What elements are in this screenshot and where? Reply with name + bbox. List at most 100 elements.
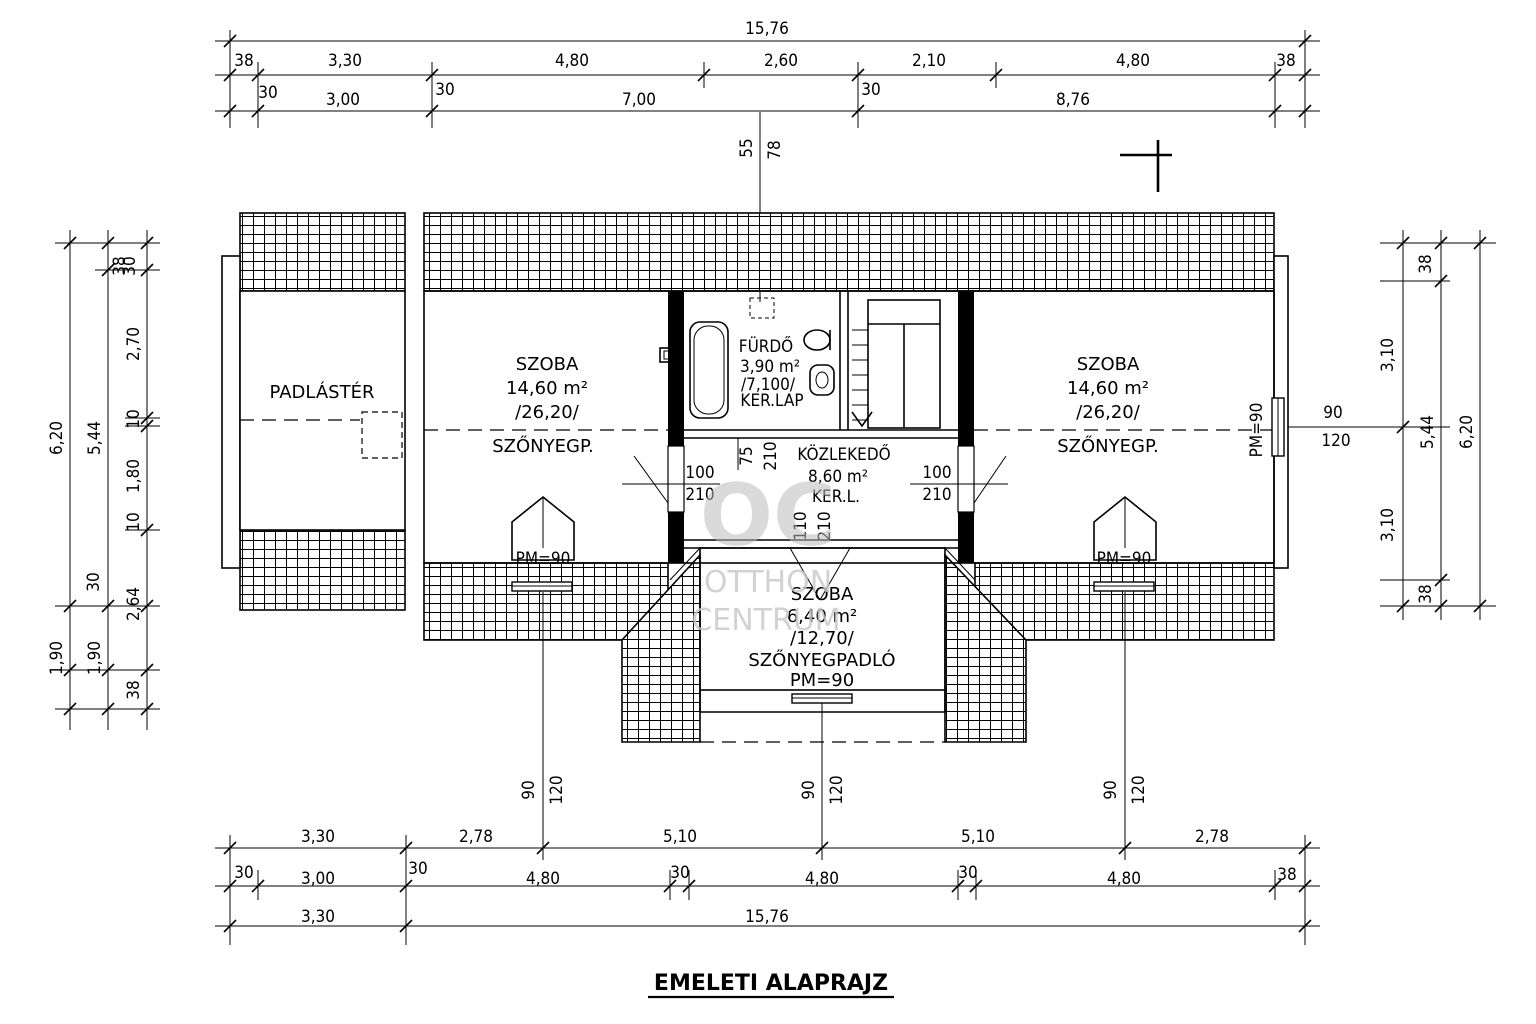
cross-marker (1120, 140, 1172, 192)
dim-left-i8: 2,64 (124, 587, 144, 621)
szoba-left-area: 14,60 m² (506, 378, 588, 399)
kozlekedo-floor: KER.L. (812, 487, 860, 507)
gable-win-a: 90 (1323, 403, 1342, 423)
dim-bottom-r2-7: 30 (958, 863, 977, 883)
dim-right-mid: 5,44 (1418, 415, 1438, 449)
szoba-right-perimeter: /26,20/ (1076, 402, 1141, 423)
dim-left-i7: 30 (84, 572, 104, 591)
dim-bottom-r1-3: 5,10 (663, 827, 697, 847)
furdo-name: FÜRDŐ (739, 335, 793, 357)
dim-top-r2-1: 30 (258, 83, 277, 103)
szoba-left-perimeter: /26,20/ (515, 402, 580, 423)
dim-right-i1: 38 (1416, 254, 1436, 273)
bottom-dimensions: 3,30 2,78 5,10 5,10 2,78 30 3,00 30 4,80… (215, 827, 1320, 945)
dim-left-i1: 38 (110, 256, 130, 275)
dormer-right-b: 120 (1129, 775, 1149, 804)
dim-top-r1-3: 4,80 (555, 51, 589, 71)
dim-top-r1-5: 2,10 (912, 51, 946, 71)
opening-labels: 100 210 100 210 75 210 110 210 PM=90 PM=… (516, 403, 1351, 805)
dim-right-i3: 3,10 (1378, 508, 1398, 542)
furdo-perimeter: /7,100/ (741, 375, 796, 395)
szoba-small-perimeter: /12,70/ (790, 628, 855, 649)
pm-left: PM=90 (516, 549, 571, 569)
dim-left-i9: 38 (124, 680, 144, 699)
top-win-dim-b: 78 (765, 140, 785, 159)
dim-top-r2-5: 30 (861, 80, 880, 100)
szoba-left-name: SZOBA (516, 354, 579, 375)
watermark: OC OTTHON CENTRUM (691, 466, 840, 638)
pm-right: PM=90 (1097, 549, 1152, 569)
dim-bottom-r3-1: 3,30 (301, 907, 335, 927)
padlaster-label: PADLÁSTÉR (270, 381, 375, 403)
dim-top-r2-4: 7,00 (622, 90, 656, 110)
door-center-w: 110 (791, 511, 811, 540)
dim-bottom-r1-1: 3,30 (301, 827, 335, 847)
dim-top-r1-1: 38 (234, 51, 253, 71)
dim-bottom-r3-2: 15,76 (745, 907, 789, 927)
dim-top-r2-6: 8,76 (1056, 90, 1090, 110)
furdo-floor: KER.LAP (740, 391, 803, 411)
door-center-h: 210 (815, 511, 835, 540)
szoba-right-floor: SZŐNYEGP. (1057, 435, 1158, 457)
szoba-left-floor: SZŐNYEGP. (492, 435, 593, 457)
dormer-center-b: 120 (827, 775, 847, 804)
dim-left-i6: 10 (124, 512, 144, 531)
szoba-right-name: SZOBA (1077, 354, 1140, 375)
dim-bottom-r1-2: 2,78 (459, 827, 493, 847)
dim-right-i4: 38 (1416, 584, 1436, 603)
top-dimensions: 15,76 38 3,30 4,80 2,60 2,10 4,80 38 30 … (215, 19, 1320, 128)
left-dimensions: 6,20 5,44 1,90 1,90 38 30 2,70 10 1,80 1… (47, 230, 160, 730)
bathroom-fixtures (659, 297, 835, 419)
door-right-w: 100 (922, 463, 951, 483)
szoba-small-name: SZOBA (791, 584, 854, 605)
dim-bottom-r1-5: 2,78 (1195, 827, 1229, 847)
dormer-left-b: 120 (547, 775, 567, 804)
door-left-h: 210 (685, 485, 714, 505)
szoba-small-floor: SZŐNYEGPADLÓ (748, 649, 895, 671)
dim-bottom-r1-4: 5,10 (961, 827, 995, 847)
dim-top-r2-3: 30 (435, 80, 454, 100)
watermark-line2: CENTRUM (691, 603, 840, 638)
dim-top-r1-7: 38 (1276, 51, 1295, 71)
dim-top-r2-2: 3,00 (326, 90, 360, 110)
gable-win-b: 120 (1321, 431, 1350, 451)
top-win-dim-a: 55 (737, 138, 757, 157)
dim-top-r1-4: 2,60 (764, 51, 798, 71)
dim-bottom-r2-4: 4,80 (526, 869, 560, 889)
right-dimensions: 6,20 5,44 38 3,10 3,10 38 (1378, 230, 1496, 620)
dormer-right-a: 90 (1101, 780, 1121, 799)
windows (511, 397, 1400, 846)
dim-top-r1-2: 3,30 (328, 51, 362, 71)
pm-gable: PM=90 (1247, 403, 1267, 458)
kozlekedo-area: 8,60 m² (808, 467, 868, 487)
dim-left-i4: 10 (124, 409, 144, 428)
dim-bottom-r2-2: 3,00 (301, 869, 335, 889)
dim-bottom-r2-6: 4,80 (805, 869, 839, 889)
roof-tiles (239, 212, 1275, 743)
dim-left-i3: 2,70 (124, 327, 144, 361)
szoba-small-area: 6,40 m² (787, 606, 858, 627)
dim-left-mid: 5,44 (85, 421, 105, 455)
watermark-line1: OTTHON (704, 565, 832, 600)
kozlekedo-name: KÖZLEKEDŐ (797, 443, 890, 465)
watermark-logo: OC (700, 466, 836, 566)
door-left-w: 100 (685, 463, 714, 483)
door-swings (633, 438, 1007, 601)
door-furdo-h: 210 (761, 441, 781, 470)
door-furdo-w: 75 (737, 446, 757, 465)
dim-bottom-r2-8: 4,80 (1107, 869, 1141, 889)
staircase (851, 299, 941, 429)
dim-right-i2: 3,10 (1378, 338, 1398, 372)
dim-bottom-r2-9: 38 (1277, 865, 1296, 885)
dim-top-total: 15,76 (745, 19, 789, 39)
szoba-small-window: PM=90 (790, 670, 854, 691)
dim-left-bottom-1: 1,90 (47, 641, 67, 675)
dim-left-bottom-2: 1,90 (85, 641, 105, 675)
dim-bottom-r2-5: 30 (670, 863, 689, 883)
dim-bottom-r2-3: 30 (408, 859, 427, 879)
room-labels: PADLÁSTÉR SZOBA 14,60 m² /26,20/ SZŐNYEG… (270, 335, 1159, 691)
dim-right-total: 6,20 (1457, 415, 1477, 449)
szoba-right-area: 14,60 m² (1067, 378, 1149, 399)
walls (221, 255, 1289, 743)
